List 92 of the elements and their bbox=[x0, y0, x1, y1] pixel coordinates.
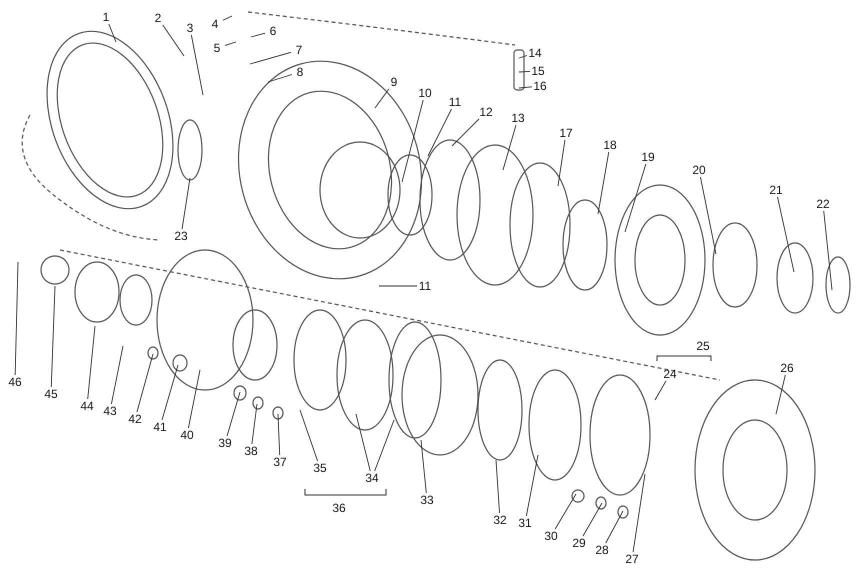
leader-line bbox=[14, 262, 18, 376]
callout-number: 22 bbox=[813, 197, 833, 211]
callout-number: 30 bbox=[541, 529, 561, 543]
callout-number: 41 bbox=[150, 420, 170, 434]
callout-number: 33 bbox=[417, 493, 437, 507]
leader-line bbox=[518, 55, 528, 58]
callout-number: 14 bbox=[525, 46, 545, 60]
leader-line bbox=[108, 24, 116, 42]
callout-number: 45 bbox=[41, 387, 61, 401]
callout-number: 29 bbox=[569, 536, 589, 550]
callout-number: 44 bbox=[77, 399, 97, 413]
leader-line bbox=[188, 370, 200, 428]
leader-line bbox=[823, 210, 832, 290]
callout-number: 1 bbox=[96, 10, 116, 24]
leader-line bbox=[162, 364, 178, 420]
callout-number: 11 bbox=[445, 95, 465, 109]
leader-line bbox=[632, 474, 646, 552]
callout-number: 7 bbox=[289, 43, 309, 57]
callout-number: 26 bbox=[777, 361, 797, 375]
leader-line bbox=[190, 34, 204, 96]
callout-number: 39 bbox=[215, 436, 235, 450]
leader-line bbox=[518, 70, 530, 72]
callout-number: 2 bbox=[148, 11, 168, 25]
leader-line bbox=[496, 460, 500, 514]
leader-line bbox=[605, 510, 624, 544]
leader-line bbox=[250, 52, 292, 64]
leader-line bbox=[402, 100, 424, 182]
callout-number: 15 bbox=[528, 64, 548, 78]
leader-line bbox=[356, 414, 371, 472]
leader-line bbox=[162, 24, 184, 56]
callout-number: 36 bbox=[329, 501, 349, 515]
callout-number: 4 bbox=[205, 17, 225, 31]
leader-line bbox=[136, 354, 154, 412]
leader-line bbox=[526, 454, 538, 516]
leader-line bbox=[110, 346, 124, 404]
leader-line bbox=[558, 140, 566, 186]
callout-number: 16 bbox=[530, 79, 550, 93]
callout-number: 21 bbox=[766, 183, 786, 197]
callout-number: 25 bbox=[693, 339, 713, 353]
callout-number: 5 bbox=[207, 41, 227, 55]
callout-number: 46 bbox=[5, 375, 25, 389]
leader-line bbox=[224, 42, 236, 46]
callout-number: 34 bbox=[362, 471, 382, 485]
leader-line bbox=[250, 32, 266, 38]
leader-line bbox=[700, 176, 716, 254]
leader-line bbox=[420, 440, 427, 494]
callout-number: 23 bbox=[171, 229, 191, 243]
leader-line bbox=[87, 326, 96, 400]
callout-number: 6 bbox=[263, 24, 283, 38]
callout-number: 18 bbox=[600, 138, 620, 152]
callout-number: 31 bbox=[515, 516, 535, 530]
callout-number: 12 bbox=[476, 105, 496, 119]
leader-line bbox=[278, 414, 280, 456]
leader-line bbox=[226, 392, 240, 436]
leader-line bbox=[598, 152, 610, 214]
leader-line bbox=[251, 404, 258, 444]
leader-line bbox=[518, 86, 532, 88]
leader-line bbox=[554, 494, 576, 530]
callout-number: 35 bbox=[310, 461, 330, 475]
callout-number: 32 bbox=[490, 513, 510, 527]
callout-number: 20 bbox=[689, 163, 709, 177]
leader-line bbox=[374, 88, 390, 108]
callout-number: 38 bbox=[241, 444, 261, 458]
callout-number: 37 bbox=[270, 455, 290, 469]
callout-number: 3 bbox=[180, 21, 200, 35]
callout-number: 43 bbox=[100, 404, 120, 418]
leader-line bbox=[776, 374, 786, 414]
callout-number: 42 bbox=[125, 412, 145, 426]
callout-number: 24 bbox=[660, 367, 680, 381]
leader-line bbox=[502, 124, 516, 170]
leader-line bbox=[582, 502, 602, 536]
leader-line bbox=[374, 420, 394, 472]
leader-line bbox=[268, 74, 292, 82]
callout-number: 10 bbox=[415, 86, 435, 100]
callout-number: 27 bbox=[622, 552, 642, 566]
callout-number: 28 bbox=[592, 543, 612, 557]
leader-line bbox=[624, 164, 646, 232]
leader-line bbox=[182, 178, 190, 230]
callout-number: 11 bbox=[415, 279, 435, 293]
leader-line bbox=[654, 380, 666, 400]
leader-line bbox=[452, 118, 480, 146]
callout-number: 17 bbox=[556, 126, 576, 140]
callout-number: 19 bbox=[638, 150, 658, 164]
leader-line bbox=[428, 108, 452, 156]
leader-line bbox=[300, 410, 318, 462]
callout-number: 13 bbox=[508, 111, 528, 125]
callout-number: 40 bbox=[177, 428, 197, 442]
leader-line bbox=[222, 16, 232, 21]
leader-line bbox=[50, 286, 56, 388]
callout-number: 9 bbox=[384, 75, 404, 89]
callout-number: 8 bbox=[290, 65, 310, 79]
leader-line bbox=[777, 196, 794, 272]
